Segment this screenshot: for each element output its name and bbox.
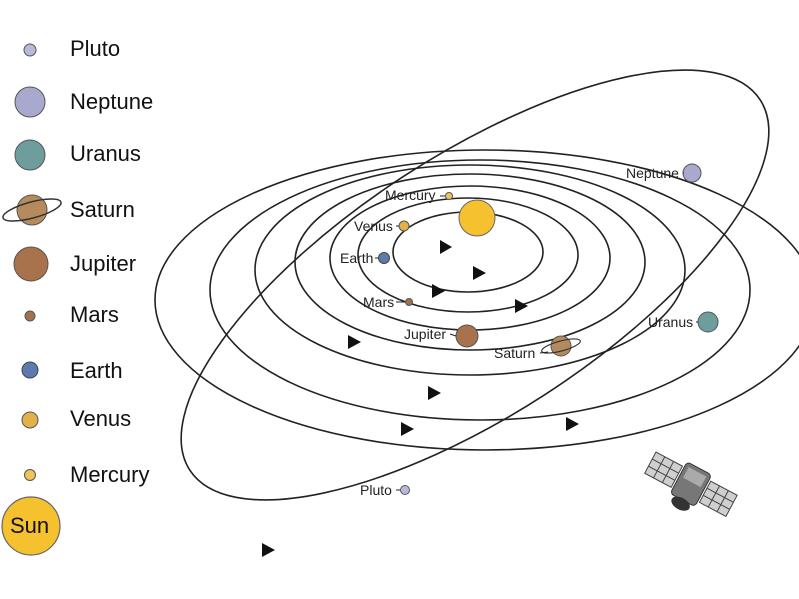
legend-label: Mercury xyxy=(70,462,150,487)
legend: Pluto Neptune Uranus Saturn Jupiter Mars… xyxy=(0,0,170,599)
legend-item-sun: Sun xyxy=(0,495,64,559)
legend-label: Uranus xyxy=(70,141,141,166)
label-jupiter: Jupiter xyxy=(404,326,446,342)
uranus-planet xyxy=(697,311,719,333)
legend-item-jupiter: Jupiter xyxy=(0,244,170,284)
legend-item-neptune: Neptune xyxy=(0,82,170,122)
orbit-mars xyxy=(294,173,646,351)
arrow-venus xyxy=(473,266,486,280)
arrow-pluto xyxy=(262,543,275,557)
sun-label: Sun xyxy=(10,513,50,538)
pluto-icon xyxy=(23,43,37,57)
arrow-saturn xyxy=(401,422,414,436)
venus-planet xyxy=(398,220,410,232)
orbit-saturn xyxy=(209,159,751,421)
arrow-earth-left xyxy=(432,284,445,298)
sun-icon xyxy=(1,496,61,556)
label-earth: Earth xyxy=(340,250,373,266)
legend-label: Venus xyxy=(70,406,132,431)
legend-item-saturn: Saturn xyxy=(0,190,170,230)
saturn-icon xyxy=(2,194,62,226)
arrow-mercury xyxy=(440,240,452,254)
legend-label: Mars xyxy=(70,302,119,327)
mercury-planet xyxy=(445,192,453,200)
arrow-jupiter xyxy=(428,386,441,400)
legend-item-uranus: Uranus xyxy=(0,135,170,175)
orbit-jupiter xyxy=(254,164,686,376)
jupiter-planet xyxy=(455,324,479,348)
legend-label: Earth xyxy=(70,358,123,383)
label-leaders xyxy=(375,172,698,491)
arrow-earth-right xyxy=(515,299,528,313)
earth-planet xyxy=(378,252,390,264)
legend-item-mercury: Mercury xyxy=(0,455,170,495)
legend-label: Neptune xyxy=(70,89,154,114)
orbit-arrows xyxy=(262,240,579,557)
legend-item-pluto: Pluto xyxy=(0,30,170,70)
arrow-mars xyxy=(348,335,361,349)
neptune-planet xyxy=(682,163,702,183)
orbit-venus xyxy=(357,197,579,313)
sun xyxy=(458,199,496,237)
legend-label: Jupiter xyxy=(70,251,137,276)
legend-item-venus: Venus xyxy=(0,400,170,440)
jupiter-icon xyxy=(13,246,49,282)
legend-label: Pluto xyxy=(70,36,121,61)
venus-icon xyxy=(21,411,39,429)
satellite-icon xyxy=(644,451,738,518)
uranus-icon xyxy=(14,139,46,171)
label-pluto: Pluto xyxy=(360,482,392,498)
saturn-planet xyxy=(541,335,581,357)
label-mars: Mars xyxy=(363,294,394,310)
earth-icon xyxy=(21,361,39,379)
label-neptune: Neptune xyxy=(626,165,679,181)
orbit-outer xyxy=(154,149,799,451)
mars-planet xyxy=(405,298,413,306)
label-venus: Venus xyxy=(354,218,393,234)
label-saturn: Saturn xyxy=(494,345,535,361)
orbit-pluto xyxy=(180,69,770,501)
mercury-icon xyxy=(24,469,36,481)
legend-item-mars: Mars xyxy=(0,296,170,336)
label-mercury: Mercury xyxy=(385,187,436,203)
legend-item-earth: Earth xyxy=(0,350,170,390)
mars-icon xyxy=(24,310,36,322)
legend-label: Saturn xyxy=(70,197,135,222)
pluto-planet xyxy=(400,485,410,495)
label-uranus: Uranus xyxy=(648,314,693,330)
neptune-icon xyxy=(14,86,46,118)
arrow-outer xyxy=(566,417,579,431)
